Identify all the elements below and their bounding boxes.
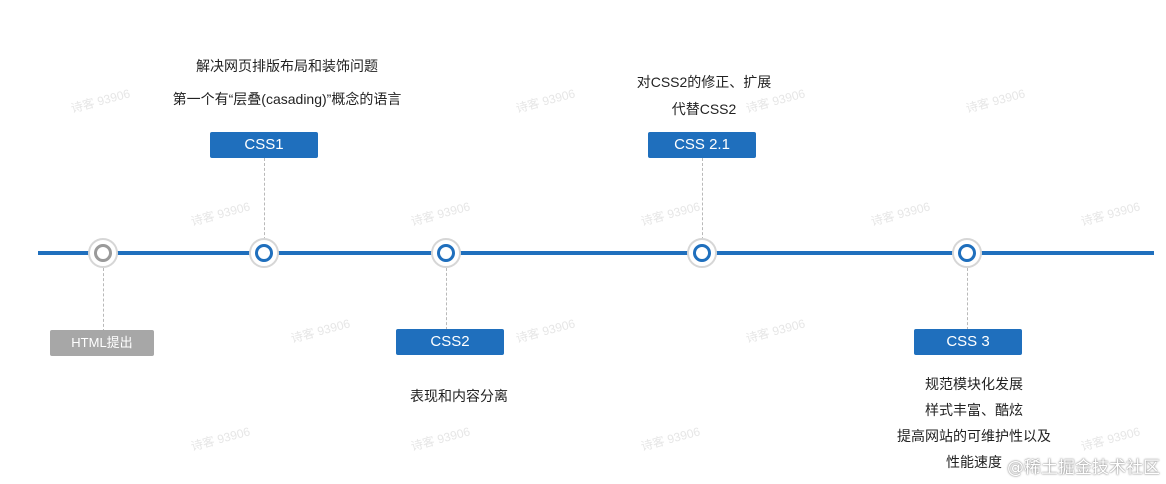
watermark: 诗客 93906 [289,316,352,346]
watermark: 诗客 93906 [639,199,702,229]
node-dot [958,244,976,262]
watermark: 诗客 93906 [189,424,252,454]
css3-description-line-2: 样式丰富、酷炫 [925,402,1023,418]
connector-css1 [264,158,265,240]
site-brand-watermark: @稀土掘金技术社区 [1007,458,1160,478]
watermark: 诗客 93906 [744,316,807,346]
timeline-axis [38,251,1154,255]
timeline-node-css3[interactable] [952,238,982,268]
connector-html [103,268,104,332]
css3-description-line-3: 提高网站的可维护性以及 [897,428,1051,444]
css3-description-line-1: 规范模块化发展 [925,376,1023,392]
watermark: 诗客 93906 [869,199,932,229]
event-label-css1[interactable]: CSS1 [210,132,318,158]
css1-description-line-2: 第一个有“层叠(casading)”概念的语言 [172,91,402,107]
watermark: 诗客 93906 [514,86,577,116]
css21-description-line-2: 代替CSS2 [671,101,737,117]
css21-description-line-1: 对CSS2的修正、扩展 [636,74,772,90]
watermark: 诗客 93906 [514,316,577,346]
event-label-css2[interactable]: CSS2 [396,329,504,355]
timeline-node-html[interactable] [88,238,118,268]
node-dot [94,244,112,262]
watermark: 诗客 93906 [1079,199,1142,229]
timeline-node-css21[interactable] [687,238,717,268]
watermark: 诗客 93906 [189,199,252,229]
node-dot [437,244,455,262]
event-label-html[interactable]: HTML提出 [50,330,154,356]
css3-description-line-4: 性能速度 [946,454,1002,470]
timeline-node-css1[interactable] [249,238,279,268]
watermark: 诗客 93906 [1079,424,1142,454]
watermark: 诗客 93906 [964,86,1027,116]
connector-css3 [967,268,968,330]
watermark: 诗客 93906 [639,424,702,454]
connector-css21 [702,158,703,240]
event-label-css21[interactable]: CSS 2.1 [648,132,756,158]
watermark: 诗客 93906 [409,424,472,454]
timeline-node-css2[interactable] [431,238,461,268]
watermark: 诗客 93906 [409,199,472,229]
css1-description-line-1: 解决网页排版布局和装饰问题 [196,58,378,74]
css2-description-line-1: 表现和内容分离 [410,388,508,404]
connector-css2 [446,268,447,330]
node-dot [255,244,273,262]
event-label-css3[interactable]: CSS 3 [914,329,1022,355]
node-dot [693,244,711,262]
